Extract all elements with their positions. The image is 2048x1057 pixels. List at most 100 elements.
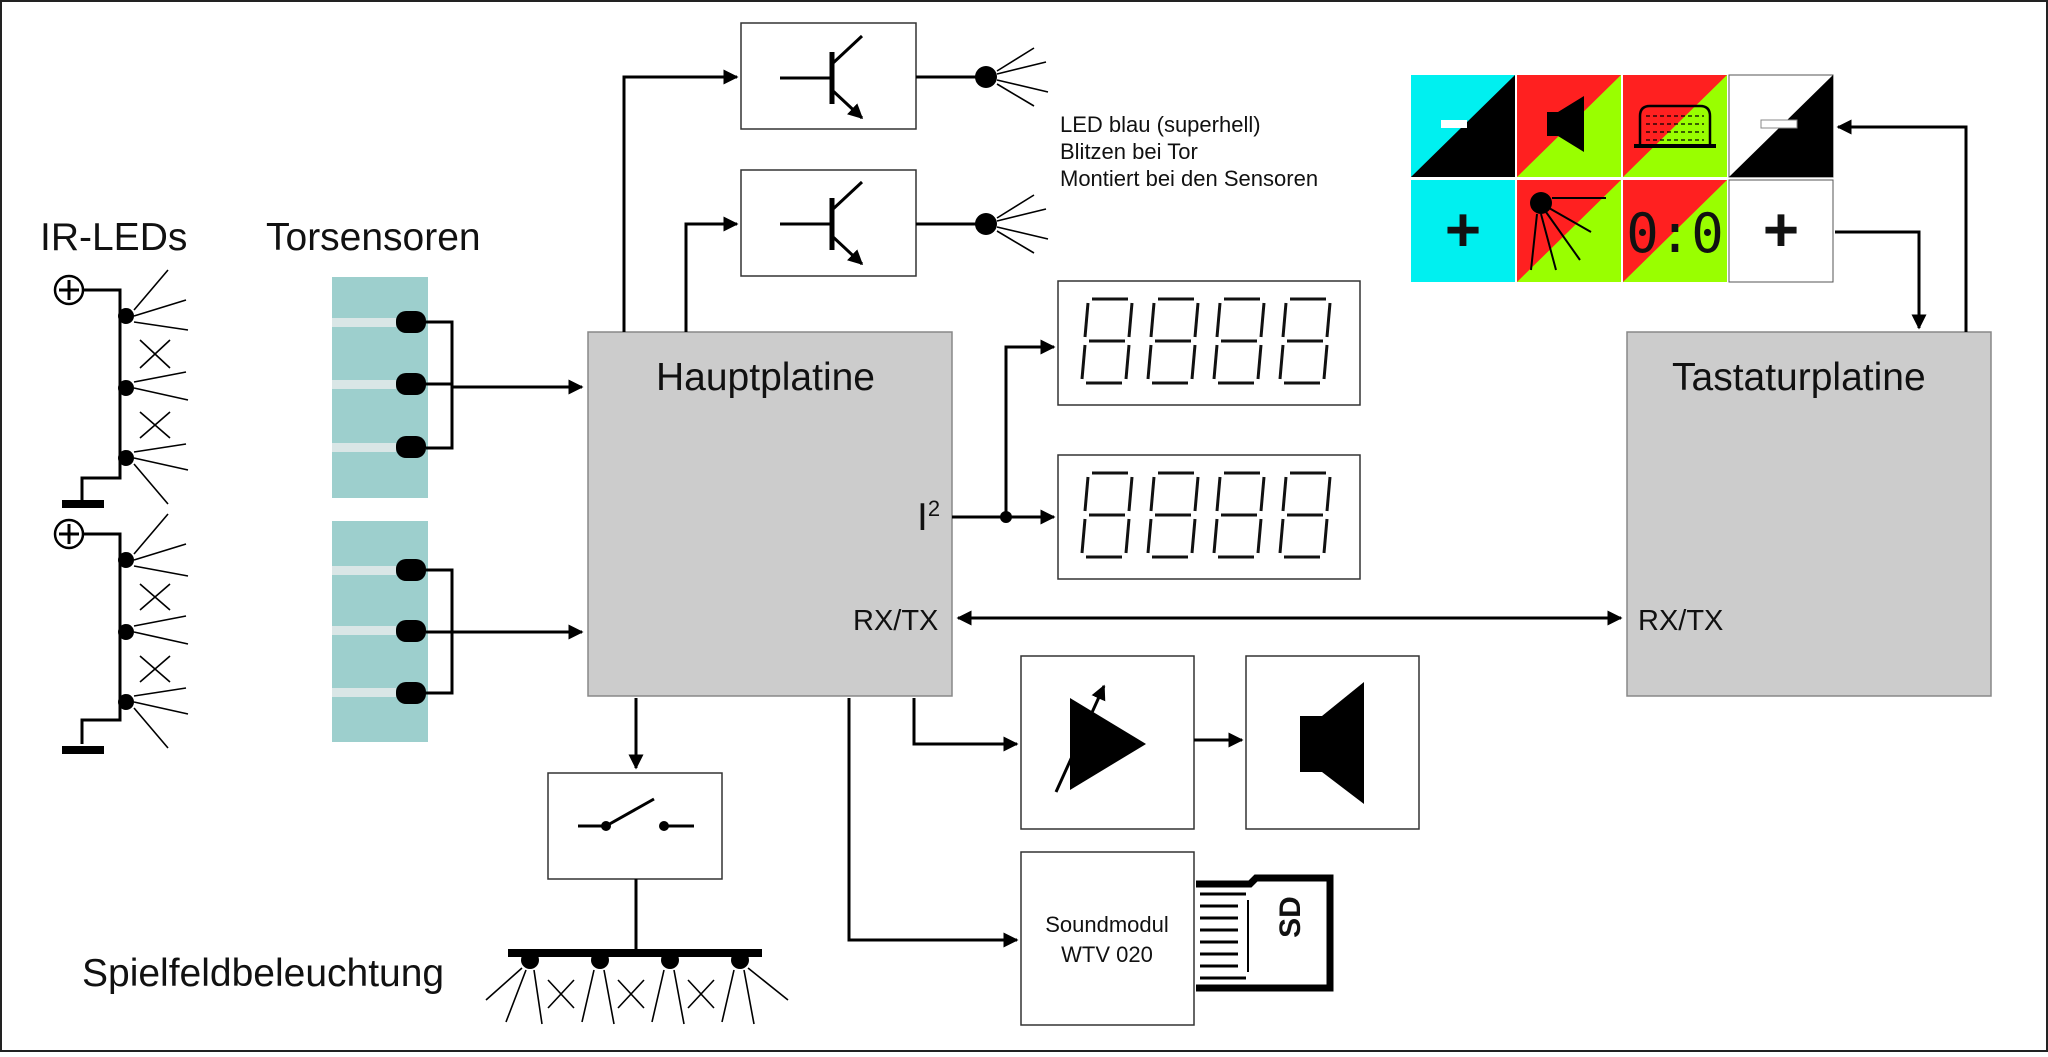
transistor-icon: [780, 180, 864, 266]
lamp-icon: [661, 951, 679, 969]
led-icon: [118, 308, 134, 324]
display-segment: [1193, 302, 1200, 338]
seven-segment-display-bottom: [1057, 454, 1361, 580]
display-segment: [1149, 476, 1156, 512]
soundmodul-line2: WTV 020: [1061, 942, 1153, 967]
plus-circle-icon: [53, 274, 85, 306]
display-segment: [1080, 344, 1087, 380]
display-segment: [1278, 518, 1285, 554]
i2c-letter: I: [917, 496, 928, 539]
seven-segment-display-top: [1057, 280, 1361, 406]
display-segment: [1149, 302, 1156, 338]
i2c-superscript: 2: [928, 496, 940, 521]
blue-led-top: [916, 47, 1049, 107]
display-segment: [1083, 476, 1090, 512]
speaker-block: [1245, 655, 1420, 830]
rxtx-keyboard-label: RX/TX: [1638, 605, 1723, 637]
display-segment: [1083, 302, 1090, 338]
display-segment: [1212, 518, 1219, 554]
display-segment: [1146, 518, 1153, 554]
sd-card-icon: SD: [1196, 874, 1334, 992]
minus-icon: [1441, 120, 1467, 128]
field-light-icon: [1634, 104, 1716, 148]
led-icon: [975, 213, 997, 235]
ir-receiver: [396, 620, 426, 642]
lamp-icon: [591, 951, 609, 969]
switch-icon: [578, 797, 694, 831]
display-segment: [1259, 302, 1266, 338]
led-note-line3: Montiert bei den Sensoren: [1060, 166, 1318, 191]
switch-block: [547, 772, 723, 880]
display-segment: [1127, 302, 1134, 338]
display-segment: [1080, 518, 1087, 554]
display-segment: [1127, 476, 1134, 512]
hauptplatine-label: Hauptplatine: [656, 356, 875, 399]
main-to-transistor-top: [622, 69, 739, 332]
led-icon: [118, 694, 134, 710]
ir-led-strip-top: [53, 269, 189, 508]
rxtx-main-label: RX/TX: [853, 605, 938, 637]
display-segment: [1325, 302, 1332, 338]
plus-icon: +: [1445, 196, 1481, 265]
display-segment: [1212, 344, 1219, 380]
display-segment: [1281, 302, 1288, 338]
field-lamps: [485, 949, 789, 1025]
display-segment: [1215, 476, 1222, 512]
display-segment: [1124, 344, 1131, 380]
transistor-driver-top: [740, 22, 917, 130]
led-icon: [975, 66, 997, 88]
display-segment: [1325, 476, 1332, 512]
key-plus-cyan[interactable]: +: [1411, 180, 1515, 282]
tastaturplatine-board: [1626, 331, 1992, 697]
amplifier-block: [1020, 655, 1195, 830]
ir-led-strip-bottom: [53, 513, 189, 754]
display-segment: [1256, 344, 1263, 380]
sensor-block-top: [332, 277, 454, 498]
display-segment: [1256, 518, 1263, 554]
display-segment: [1190, 344, 1197, 380]
tastaturplatine-label: Tastaturplatine: [1672, 356, 1926, 399]
key-sound-red-green[interactable]: [1517, 75, 1621, 177]
led-note-line1: LED blau (superhell): [1060, 112, 1261, 137]
i2c-label: I2: [917, 496, 940, 539]
sensor-block-bottom: [332, 521, 454, 742]
flash-led-icon: [1530, 192, 1606, 271]
display-segment: [1190, 518, 1197, 554]
lamp-icon: [521, 951, 539, 969]
minus-icon: [1760, 119, 1798, 129]
key-score-red-green[interactable]: 0:0: [1623, 180, 1727, 282]
led-icon: [118, 552, 134, 568]
hauptplatine-board: [587, 331, 953, 697]
display-segment: [1322, 344, 1329, 380]
display-segment: [1322, 518, 1329, 554]
key-plus-white[interactable]: +: [1728, 179, 1834, 283]
keypad-to-keyboard: [1835, 230, 1927, 330]
display-segment: [1281, 476, 1288, 512]
transistor-icon: [780, 34, 864, 120]
plus-circle-icon: [53, 518, 85, 550]
led-icon: [118, 450, 134, 466]
blue-led-bottom: [916, 194, 1049, 254]
display-segment: [1215, 302, 1222, 338]
key-lighting-red-green[interactable]: [1623, 75, 1727, 177]
display-segment: [1193, 476, 1200, 512]
torsensoren-label: Torsensoren: [266, 216, 481, 259]
led-icon: [118, 624, 134, 640]
keypad: + 0:0 +: [1411, 74, 1834, 283]
amplifier-icon: [1054, 684, 1146, 793]
plus-icon: +: [1763, 196, 1799, 265]
key-flash-red-green[interactable]: [1517, 180, 1621, 282]
keyboard-to-keypad: [1836, 119, 1968, 332]
display-segment: [1146, 344, 1153, 380]
display-segment: [1278, 344, 1285, 380]
ir-receiver: [396, 436, 426, 458]
key-minus-cyan[interactable]: [1411, 75, 1515, 177]
led-icon: [118, 380, 134, 396]
led-note-line2: Blitzen bei Tor: [1060, 139, 1198, 164]
bus-junction: [1000, 511, 1012, 523]
main-to-amplifier: [912, 698, 1019, 752]
key-minus-white[interactable]: [1728, 74, 1834, 178]
seven-segment-display-icon: [1080, 297, 1332, 385]
